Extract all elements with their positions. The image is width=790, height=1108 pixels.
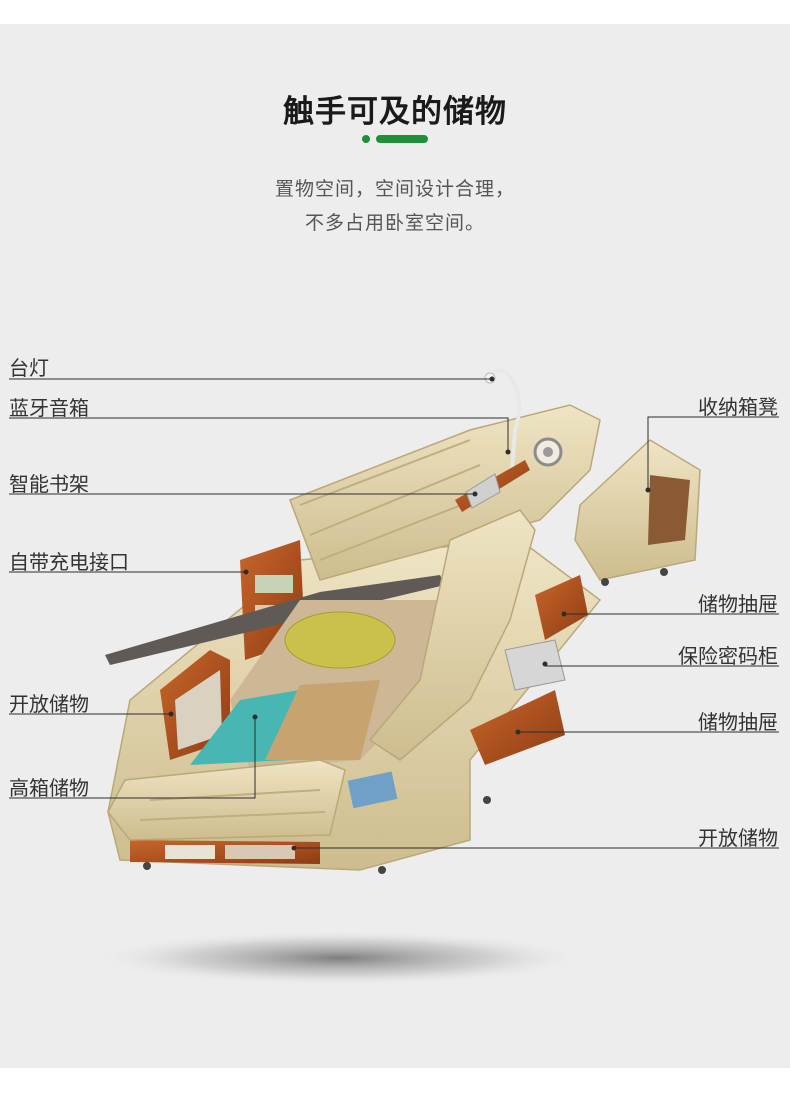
callout-bluetooth-speaker: 蓝牙音箱 [9, 396, 89, 420]
callout-safe: 保险密码柜 [678, 644, 778, 668]
laptop [465, 473, 501, 509]
lifted-bed-board [105, 575, 445, 665]
callout-lines [9, 378, 779, 849]
footrest-bench [107, 759, 346, 841]
callout-charging-port: 自带充电接口 [9, 550, 129, 574]
callout-drawer-upper: 储物抽屉 [698, 592, 778, 616]
accent-dot [362, 135, 370, 143]
front-storage-items [165, 845, 215, 859]
drawer-upper-shape [535, 575, 588, 640]
callout-storage-stool: 收纳箱凳 [698, 395, 778, 419]
subtitle-line-1: 置物空间，空间设计合理， [274, 178, 515, 200]
yellow-pillow [284, 611, 396, 669]
storage-stool-shape [574, 439, 701, 581]
callout-open-storage-bottom: 开放储物 [698, 826, 778, 850]
right-chaise [368, 509, 536, 761]
callout-lamp: 台灯 [9, 356, 49, 380]
tray-book [347, 771, 398, 809]
subtitle-line-2: 不多占用卧室空间。 [304, 212, 485, 234]
page-title: 触手可及的储物 [283, 94, 507, 130]
accent-bar [376, 135, 428, 143]
safe-shape [504, 639, 566, 691]
headboard [289, 404, 601, 581]
callout-drawer-lower: 储物抽屉 [698, 710, 778, 734]
callout-bookshelf: 智能书架 [9, 472, 89, 496]
drawer-lower-shape [470, 690, 565, 765]
floor-shadow [90, 930, 590, 986]
tan-blanket [265, 680, 380, 760]
callout-high-box-storage: 高箱储物 [9, 776, 89, 800]
callout-open-storage-left: 开放储物 [9, 692, 89, 716]
lamp-shape [486, 368, 522, 471]
